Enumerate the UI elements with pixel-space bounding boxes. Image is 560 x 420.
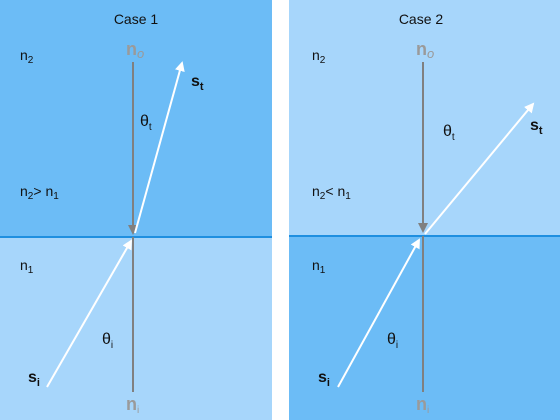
incident-vector-label: si — [28, 369, 40, 389]
lower-medium-region — [0, 237, 272, 420]
transmitted-vector-label: st — [191, 73, 204, 93]
panel-divider — [272, 0, 289, 420]
index-relation-label: n2> n1 — [20, 183, 59, 202]
panel-case-1: Case 1 n2 n1 n2> n1 no ni θt θi st si — [0, 0, 272, 420]
lower-medium-region — [289, 236, 560, 420]
transmitted-ray — [424, 102, 535, 235]
upper-medium-label: n2 — [20, 47, 34, 66]
index-relation-label: n2< n1 — [312, 183, 351, 202]
theta-t-label: θt — [140, 113, 152, 133]
upper-medium-region — [0, 0, 272, 237]
normal-label-bottom: ni — [416, 394, 429, 416]
transmitted-vector-label: st — [530, 117, 543, 137]
normal-label-top: no — [416, 39, 434, 61]
theta-i-label: θi — [102, 331, 113, 351]
panel-title: Case 1 — [114, 11, 159, 27]
panel-case-2: Case 2 n2 n1 n2< n1 no ni θt θi st si — [289, 0, 560, 420]
theta-i-label: θi — [387, 331, 398, 351]
incident-vector-label: si — [318, 369, 330, 389]
normal-label-top: no — [126, 39, 144, 61]
incident-ray — [337, 238, 420, 388]
upper-medium-label: n2 — [312, 47, 326, 66]
transmitted-ray — [134, 61, 185, 234]
lower-medium-label: n1 — [312, 257, 326, 276]
upper-medium-region — [289, 0, 560, 236]
theta-t-label: θt — [443, 123, 455, 143]
panel-title: Case 2 — [399, 11, 444, 27]
lower-medium-label: n1 — [20, 257, 34, 276]
normal-label-bottom: ni — [126, 394, 139, 416]
incident-ray — [46, 239, 132, 388]
